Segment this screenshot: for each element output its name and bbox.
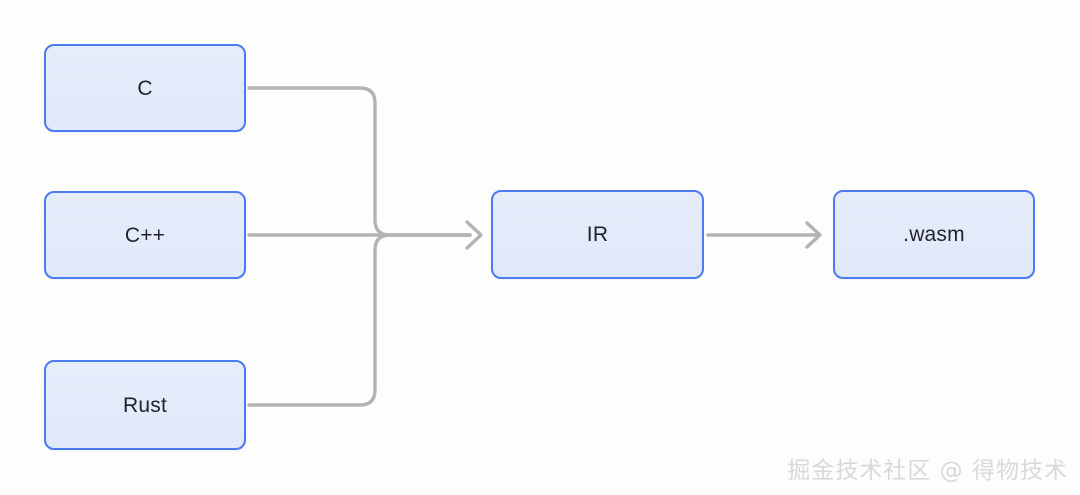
watermark: 掘金技术社区 @ 得物技术 — [787, 458, 1068, 484]
node-wasm[interactable]: .wasm — [833, 190, 1035, 279]
node-cpp[interactable]: C++ — [44, 191, 246, 279]
arrowhead-wasm-icon — [805, 221, 822, 249]
edge-rust-to-ir — [247, 233, 472, 407]
node-rust[interactable]: Rust — [44, 360, 246, 450]
node-cpp-label: C++ — [124, 223, 166, 247]
node-ir-label: IR — [586, 223, 609, 246]
edge-c-to-ir — [247, 86, 472, 237]
node-c-label: C — [137, 76, 153, 100]
node-ir[interactable]: IR — [491, 190, 704, 279]
arrowhead-ir-icon — [465, 220, 483, 250]
node-wasm-label: .wasm — [903, 223, 965, 246]
node-c[interactable]: C — [44, 44, 246, 132]
node-rust-label: Rust — [123, 393, 167, 417]
